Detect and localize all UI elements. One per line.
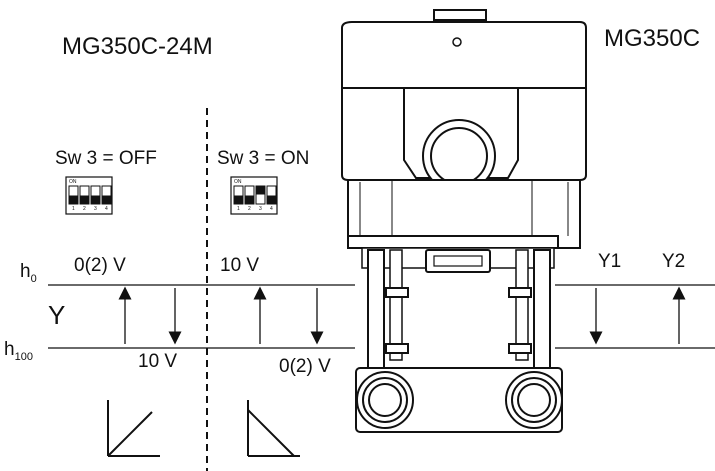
switch-label-off: Sw 3 = OFF: [55, 148, 157, 169]
dip-number: 1: [72, 206, 75, 212]
switch-label-on: Sw 3 = ON: [217, 148, 310, 169]
title-left: MG350C-24M: [62, 33, 213, 60]
dip-number: 3: [94, 206, 97, 212]
curve-decreasing: [247, 400, 300, 457]
label-h100: h100: [4, 339, 33, 363]
curve-increasing: [107, 400, 160, 457]
voltage-off-top: 0(2) V: [74, 255, 126, 276]
label-h0: h0: [20, 261, 37, 285]
voltage-on-bottom: 0(2) V: [279, 356, 331, 377]
dip-number: 4: [270, 206, 273, 212]
label-h100-base: h: [4, 339, 15, 360]
actuator-illustration: [341, 9, 587, 433]
label-y2: Y2: [662, 251, 686, 272]
dip-number: 4: [105, 206, 108, 212]
voltage-on-top: 10 V: [220, 255, 260, 276]
voltage-off-bottom: 10 V: [138, 351, 178, 372]
dip-switch-off: [65, 176, 113, 215]
dip-on-text-on: ON: [234, 179, 242, 185]
dip-number: 3: [259, 206, 262, 212]
title-right: MG350C: [604, 25, 701, 52]
dip-switch-on: [230, 176, 278, 215]
label-h0-base: h: [20, 261, 31, 282]
label-y1: Y1: [598, 251, 622, 272]
dip-number: 2: [248, 206, 251, 212]
label-h100-sub: 100: [14, 351, 33, 363]
label-y-axis: Y: [48, 300, 66, 330]
dip-number: 1: [237, 206, 240, 212]
dip-on-text-off: ON: [69, 179, 77, 185]
dip-number: 2: [83, 206, 86, 212]
label-h0-sub: 0: [30, 273, 37, 285]
